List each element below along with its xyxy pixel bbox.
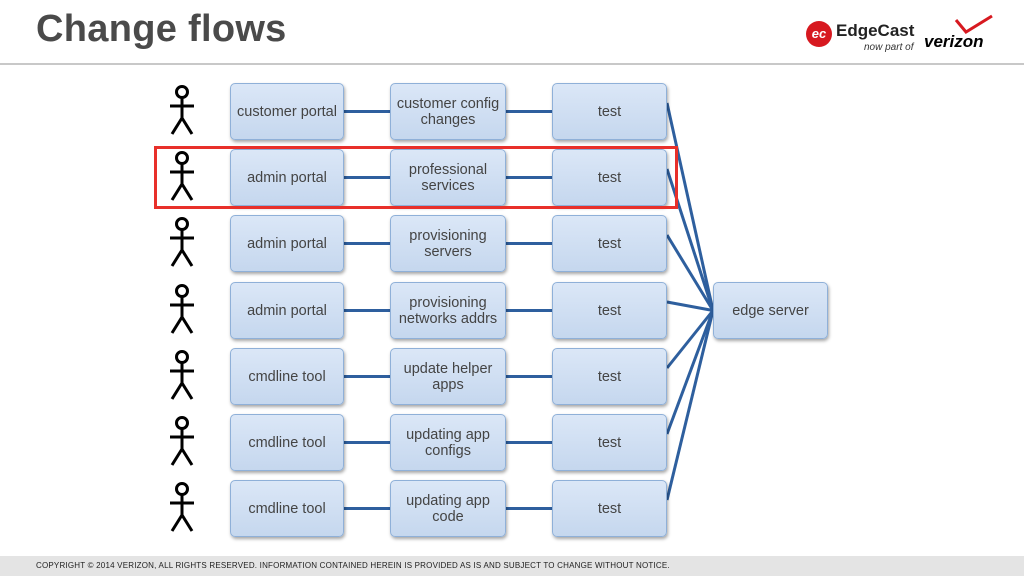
stick-figure-icon [170, 482, 194, 532]
process-box: provisioning servers [390, 215, 506, 272]
source-box: admin portal [230, 215, 344, 272]
connector-check-target [665, 168, 715, 311]
source-box: admin portal [230, 282, 344, 339]
test-box: test [552, 348, 667, 405]
source-box: customer portal [230, 83, 344, 140]
process-box: customer config changes [390, 83, 506, 140]
copyright-notice: COPYRIGHT © 2014 VERIZON, ALL RIGHTS RES… [36, 561, 670, 570]
process-box: professional services [390, 149, 506, 206]
source-box: cmdline tool [230, 414, 344, 471]
test-box: test [552, 480, 667, 537]
verizon-check-icon [954, 14, 993, 34]
process-box: provisioning networks addrs [390, 282, 506, 339]
edgecast-wordmark: EdgeCast [836, 21, 915, 40]
connector-check-target [665, 309, 715, 435]
source-box: cmdline tool [230, 480, 344, 537]
test-box: test [552, 215, 667, 272]
header-divider [0, 63, 1024, 65]
footer-bar: COPYRIGHT © 2014 VERIZON, ALL RIGHTS RES… [0, 556, 1024, 576]
stick-figure-icon [170, 284, 194, 334]
source-box: cmdline tool [230, 348, 344, 405]
stick-figure-icon [170, 85, 194, 135]
connector-check-target [665, 309, 715, 369]
stick-figure-icon [170, 416, 194, 466]
connector-check-target [666, 300, 714, 312]
process-box: updating app code [390, 480, 506, 537]
verizon-wordmark: verizon [924, 32, 984, 51]
test-box: test [552, 83, 667, 140]
connector-check-target [665, 102, 715, 311]
stick-figure-icon [170, 151, 194, 201]
highlight-frame [154, 146, 678, 209]
test-box: test [552, 282, 667, 339]
test-box: test [552, 414, 667, 471]
page-title: Change flows [36, 8, 287, 50]
stick-figure-icon [170, 350, 194, 400]
process-box: update helper apps [390, 348, 506, 405]
stick-figure-icon [170, 217, 194, 267]
edge-server-box: edge server [713, 282, 828, 339]
source-box: admin portal [230, 149, 344, 206]
connector-check-target [665, 234, 715, 312]
logo-tagline: now part of [864, 42, 914, 53]
edgecast-verizon-logo: ec EdgeCast now part of verizon [806, 12, 1006, 58]
test-box: test [552, 149, 667, 206]
connector-check-target [665, 310, 715, 501]
process-box: updating app configs [390, 414, 506, 471]
ec-logo-mark: ec [806, 21, 832, 47]
